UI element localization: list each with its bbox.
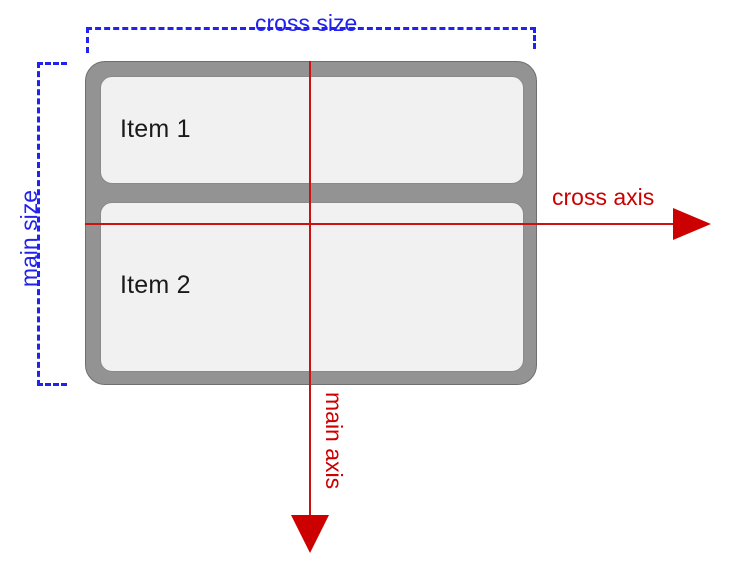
flex-item-1: Item 1 (100, 76, 524, 184)
cross-axis-line (85, 223, 681, 225)
cross-size-bracket-tick-right (533, 27, 536, 49)
flex-item-2-label: Item 2 (120, 271, 191, 299)
main-axis-label: main axis (321, 392, 347, 490)
flex-item-1-label: Item 1 (120, 115, 191, 143)
cross-axis-label: cross axis (552, 184, 655, 210)
cross-size-bracket-tick-left (86, 27, 89, 53)
main-size-bracket-line (37, 62, 40, 386)
cross-size-bracket-line (86, 27, 536, 30)
flex-item-2: Item 2 (100, 202, 524, 372)
main-axis-line (309, 61, 311, 517)
main-size-label: main size (16, 190, 42, 288)
main-size-bracket-tick-bottom (37, 383, 67, 386)
main-size-bracket-tick-top (37, 62, 67, 65)
cross-size-label: cross size (255, 10, 358, 36)
cross-axis-arrowhead-icon (673, 208, 711, 240)
main-axis-arrowhead-icon (291, 515, 329, 553)
